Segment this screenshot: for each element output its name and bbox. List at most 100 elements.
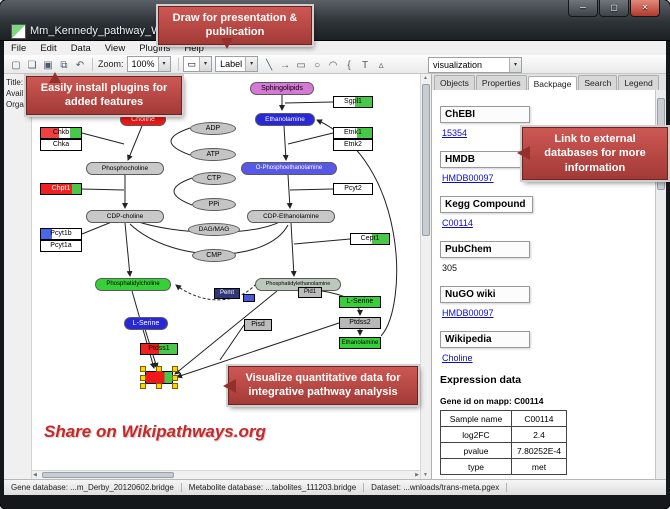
selection-handle[interactable] xyxy=(140,383,146,389)
chevron-down-icon: ▾ xyxy=(199,57,212,71)
node-chkb[interactable]: Chkb xyxy=(40,127,82,139)
node-pcyt1a[interactable]: Pcyt1a xyxy=(40,240,82,252)
node-o-phosphoethanolamine[interactable]: O-Phosphoethanolamine xyxy=(241,162,337,175)
db-value-chebi[interactable]: 15354 xyxy=(442,128,468,138)
node-pisd[interactable]: Pisd xyxy=(244,319,272,331)
new-icon[interactable]: ▢ xyxy=(11,59,21,71)
copy-icon[interactable]: ⧉ xyxy=(60,59,68,71)
label-combo[interactable]: Label▾ xyxy=(215,56,259,72)
line-tool-icon[interactable]: ╲ xyxy=(266,59,273,71)
node-sgpl1[interactable]: Sgpl1 xyxy=(333,96,373,108)
menu-plugins[interactable]: Plugins xyxy=(139,42,171,54)
menu-file[interactable]: File xyxy=(11,42,27,54)
vertical-scroll-thumb[interactable] xyxy=(422,84,430,236)
zoom-combo[interactable]: 100%▾ xyxy=(126,56,171,72)
selection-handle[interactable] xyxy=(156,383,162,389)
node-cdp-choline[interactable]: CDP-choline xyxy=(86,210,164,223)
node-cept1[interactable]: Cept1 xyxy=(350,233,390,245)
scroll-left-icon[interactable]: ◀ xyxy=(33,472,37,479)
db-value-wikipedia[interactable]: Choline xyxy=(442,353,473,363)
minimize-button[interactable]: ─ xyxy=(568,0,598,17)
window-controls: ─▢✕ xyxy=(567,0,660,17)
node-mini-node[interactable] xyxy=(243,294,255,302)
maximize-button[interactable]: ▢ xyxy=(599,0,629,17)
arrow-tool-icon[interactable]: → xyxy=(280,59,291,71)
db-header-kegg-compound: Kegg Compound xyxy=(440,196,533,213)
selection-handle[interactable] xyxy=(156,366,162,372)
node-ethanolamine-top[interactable]: Ethanolamine xyxy=(255,113,315,126)
node-ppi[interactable]: PPi xyxy=(192,198,236,211)
selection-handle[interactable] xyxy=(172,383,178,389)
db-value-kegg-compound[interactable]: C00114 xyxy=(442,218,473,228)
tab-search[interactable]: Search xyxy=(578,75,618,90)
node-phosphocholine[interactable]: Phosphocholine xyxy=(86,162,164,175)
node-lserine-right[interactable]: L-Serine xyxy=(339,296,381,308)
tab-legend[interactable]: Legend xyxy=(618,75,659,90)
callout-draw: Draw for presentation & publication xyxy=(158,6,312,49)
node-ptdss1[interactable]: Ptdss1 xyxy=(140,343,178,355)
node-pemt[interactable]: Pemt xyxy=(214,288,240,299)
brace-tool-icon[interactable]: { xyxy=(347,59,351,71)
status-segment: Gene database: ...m_Derby_20120602.bridg… xyxy=(4,483,182,492)
save-icon[interactable]: ▣ xyxy=(43,59,53,71)
tab-backpage[interactable]: Backpage xyxy=(527,76,578,91)
node-etnk1[interactable]: Etnk1 xyxy=(333,127,373,139)
template-tool-icon[interactable]: ▵ xyxy=(378,59,384,71)
oval-tool-icon[interactable]: ○ xyxy=(314,59,321,71)
node-phosphatidylcholine[interactable]: Phosphatidylcholine xyxy=(95,278,171,291)
rect-tool-icon[interactable]: ▭ xyxy=(296,59,306,71)
node-lserine-left[interactable]: L-Serine xyxy=(124,317,168,330)
horizontal-scroll-thumb[interactable] xyxy=(42,472,174,478)
visualization-combo[interactable]: visualization▾ xyxy=(428,57,522,73)
node-ptdss2[interactable]: Ptdss2 xyxy=(339,317,381,329)
visualization-value: visualization xyxy=(433,60,483,70)
selection-handle[interactable] xyxy=(172,366,178,372)
node-pcyt2[interactable]: Pcyt2 xyxy=(333,183,373,195)
scroll-right-icon[interactable]: ▶ xyxy=(415,472,419,479)
node-dag-mag[interactable]: DAG/MAG xyxy=(188,223,240,236)
tab-objects[interactable]: Objects xyxy=(434,75,475,90)
node-ctp[interactable]: CTP xyxy=(192,172,236,185)
node-cmp[interactable]: CMP xyxy=(192,249,236,262)
menu-view[interactable]: View xyxy=(104,42,126,54)
node-sphingolipids[interactable]: Sphingolipids xyxy=(250,82,314,95)
selection-handle[interactable] xyxy=(140,374,146,381)
canvas-horizontal-scrollbar[interactable]: ◀ ▶ xyxy=(32,470,420,479)
menu-help[interactable]: Help xyxy=(184,42,204,54)
arc-tool-icon[interactable]: ◠ xyxy=(328,59,338,71)
datanode-combo[interactable]: ▭▾ xyxy=(182,56,213,72)
close-button[interactable]: ✕ xyxy=(630,0,660,17)
canvas-vertical-scrollbar[interactable]: ▲ ▼ xyxy=(420,74,431,479)
node-chka[interactable]: Chka xyxy=(40,139,82,151)
node-etnk2[interactable]: Etnk2 xyxy=(333,139,373,151)
text-tool-icon[interactable]: T xyxy=(362,59,369,71)
node-adp[interactable]: ADP xyxy=(190,122,236,135)
expression-cell: 2.4 xyxy=(511,426,567,443)
tab-properties[interactable]: Properties xyxy=(475,75,527,90)
node-choline[interactable]: Choline xyxy=(120,113,166,126)
menu-data[interactable]: Data xyxy=(70,42,91,54)
db-value-nugo-wiki[interactable]: HMDB00097 xyxy=(442,308,494,318)
label-combo-value: Label xyxy=(220,59,243,69)
title-bar[interactable]: Mm_Kennedy_pathway_WP1771_45176.gpml ─▢✕ xyxy=(0,0,670,41)
undo-icon[interactable]: ↶ xyxy=(75,59,85,71)
status-segment: Dataset: ...wnloads/trans-meta.pgex xyxy=(364,483,508,492)
selection-handle[interactable] xyxy=(140,366,146,372)
chevron-down-icon: ▾ xyxy=(157,57,170,71)
node-pcyt1b[interactable]: Pcyt1b xyxy=(40,228,82,240)
open-icon[interactable]: ❏ xyxy=(27,59,37,71)
db-value-hmdb[interactable]: HMDB00097 xyxy=(442,173,494,183)
scroll-up-icon[interactable]: ▲ xyxy=(423,75,428,81)
db-header-nugo-wiki: NuGO wiki xyxy=(440,286,530,303)
node-ethanolamine-right[interactable]: Ethanolamine xyxy=(339,337,381,349)
node-pld1[interactable]: Pld1 xyxy=(298,287,322,298)
file-icon-group: ▢ ❏ ▣ ⧉ ↶ xyxy=(8,55,88,74)
node-atp[interactable]: ATP xyxy=(190,148,236,161)
node-cdp-ethanolamine[interactable]: CDP-Ethanolamine xyxy=(247,210,335,223)
node-chpt1[interactable]: Chpt1 xyxy=(40,183,82,195)
menu-edit[interactable]: Edit xyxy=(40,42,57,54)
selection-handle[interactable] xyxy=(172,374,178,381)
scroll-down-icon[interactable]: ▼ xyxy=(423,472,428,478)
